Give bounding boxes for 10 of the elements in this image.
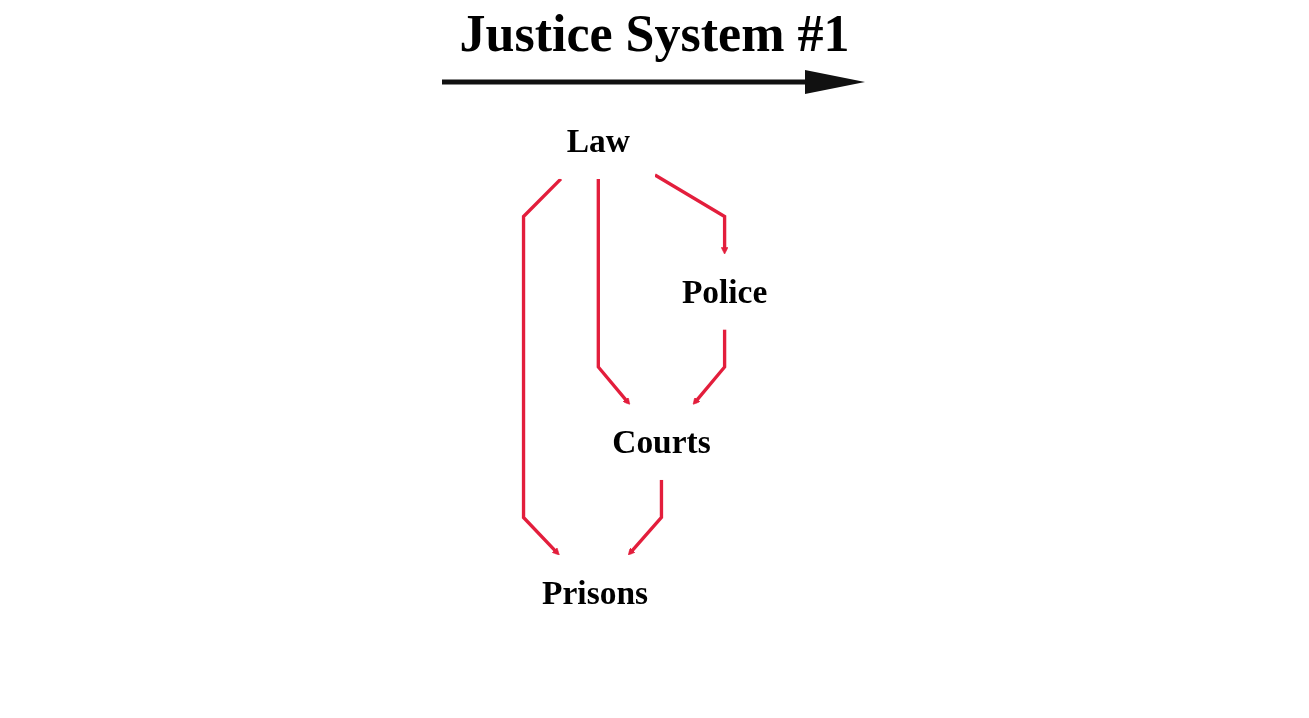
- node-text: Courts: [612, 423, 711, 461]
- title: Justice System #1: [459, 4, 850, 63]
- node-text: Police: [681, 272, 768, 311]
- node-text: Law: [566, 122, 630, 160]
- arrow: [653, 173, 729, 255]
- node-text: Prisons: [541, 573, 648, 612]
- arrow: [692, 329, 727, 405]
- arrow: [596, 178, 630, 405]
- arrow: [627, 479, 663, 556]
- arrow: [521, 177, 562, 556]
